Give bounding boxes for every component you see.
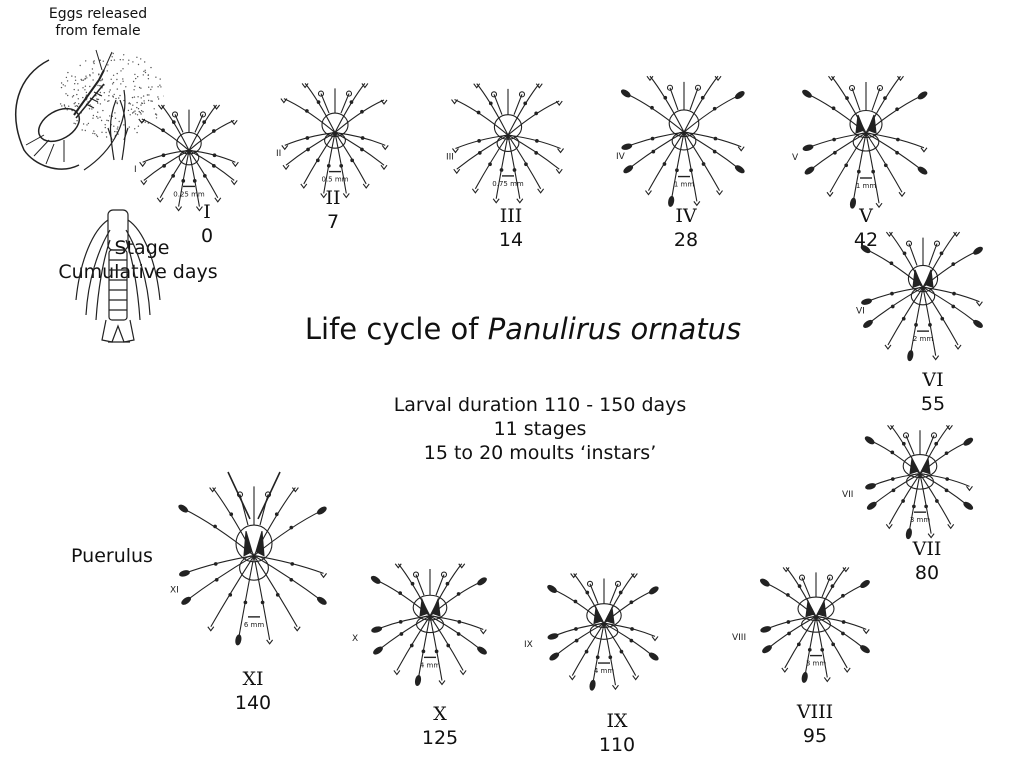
scale-bar-label: 1 mm xyxy=(856,182,876,190)
stage-10-larva: X 4 mm xyxy=(346,558,514,700)
stage-days: 55 xyxy=(921,392,945,416)
scale-bar-label: 0.5 mm xyxy=(322,176,349,184)
scale-bar-label: 6 mm xyxy=(244,621,264,629)
stage-5-larva: V 1 mm xyxy=(786,70,946,224)
scale-bar-label: 0.75 mm xyxy=(492,180,524,188)
scale-bar-label: 4 mm xyxy=(594,667,614,675)
phyllosoma-illustration: XI 6 mm xyxy=(164,470,344,674)
stage-numeral: III xyxy=(499,204,523,228)
stage-tag: VIII xyxy=(732,633,746,643)
stage-numeral: II xyxy=(325,186,340,210)
stage-days: 95 xyxy=(797,724,833,748)
stage-tag: V xyxy=(792,153,799,163)
phyllosoma-illustration: IX 4 mm xyxy=(518,568,690,700)
phyllosoma-illustration: V 1 mm xyxy=(786,70,946,220)
stage-days: 0 xyxy=(201,224,213,248)
scale-bar-label: 2 mm xyxy=(913,335,933,343)
stage-8-larva: VIII 3 mm xyxy=(726,562,906,696)
stage-days: 125 xyxy=(422,726,458,750)
stage-6-larva: VI 2 mm xyxy=(850,226,996,376)
stage-numeral: VII xyxy=(913,537,942,561)
scale-bar-label: 1 mm xyxy=(674,181,694,189)
stage-numeral: I xyxy=(201,200,213,224)
phyllosoma-illustration: VIII 3 mm xyxy=(726,562,906,692)
stage-numeral: X xyxy=(422,702,458,726)
info-line-stages: 11 stages xyxy=(394,417,687,441)
stage-days: 140 xyxy=(235,691,271,715)
stage-numeral: IX xyxy=(599,709,635,733)
stage-days: 28 xyxy=(674,228,698,252)
stage-tag: I xyxy=(134,165,137,175)
puerulus-label: Puerulus xyxy=(71,544,153,568)
title-species: Panulirus ornatus xyxy=(488,312,741,346)
stage-tag: X xyxy=(352,634,358,644)
stage-days: 80 xyxy=(913,561,942,585)
stage-9-larva: IX 4 mm xyxy=(518,568,690,704)
scale-bar-label: 3 mm xyxy=(806,660,826,668)
stage-tag: II xyxy=(276,149,281,159)
phyllosoma-illustration: VII 3 mm xyxy=(836,420,1004,548)
stage-tag: VII xyxy=(842,490,853,500)
phyllosoma-illustration: X 4 mm xyxy=(346,558,514,696)
stage-1-larva: I 0.25 mm xyxy=(128,100,250,224)
stage-days: 14 xyxy=(499,228,523,252)
stage-days: 110 xyxy=(599,733,635,757)
stage-numeral: V xyxy=(854,204,878,228)
stage-days: 7 xyxy=(325,210,340,234)
phyllosoma-illustration: I 0.25 mm xyxy=(128,100,250,220)
stage-3-larva: III 0.75 mm xyxy=(440,78,576,218)
info-line-moults: 15 to 20 moults ‘instars’ xyxy=(394,441,687,465)
eggs-caption-line2: from female xyxy=(38,23,158,40)
stage-tag: IV xyxy=(616,152,626,162)
eggs-caption: Eggs released from female xyxy=(38,6,158,40)
stage-tag: III xyxy=(446,153,454,163)
stage-tag: IX xyxy=(524,640,533,650)
phyllosoma-illustration: VI 2 mm xyxy=(850,226,996,372)
phyllosoma-illustration: III 0.75 mm xyxy=(440,78,576,214)
scale-bar-label: 4 mm xyxy=(420,661,440,669)
phyllosoma-illustration: IV 1 mm xyxy=(610,70,758,218)
stage-11-larva: XI 6 mm xyxy=(164,470,344,678)
stage-4-larva: IV 1 mm xyxy=(610,70,758,222)
stage-numeral: XI xyxy=(235,667,271,691)
scale-bar-label: 0.25 mm xyxy=(173,190,205,198)
scale-bar-label: 3 mm xyxy=(910,516,930,524)
title-prefix: Life cycle of xyxy=(305,312,488,346)
stage-numeral: VIII xyxy=(797,700,833,724)
larval-info: Larval duration 110 - 150 days 11 stages… xyxy=(394,393,687,465)
stage-tag: XI xyxy=(170,585,179,595)
stage-tag: VI xyxy=(856,307,865,317)
stage-7-larva: VII 3 mm xyxy=(836,420,1004,552)
diagram-title: Life cycle of Panulirus ornatus xyxy=(305,312,741,346)
stage-numeral: IV xyxy=(674,204,698,228)
stage-numeral: VI xyxy=(921,368,945,392)
eggs-caption-line1: Eggs released xyxy=(38,6,158,23)
info-line-duration: Larval duration 110 - 150 days xyxy=(394,393,687,417)
